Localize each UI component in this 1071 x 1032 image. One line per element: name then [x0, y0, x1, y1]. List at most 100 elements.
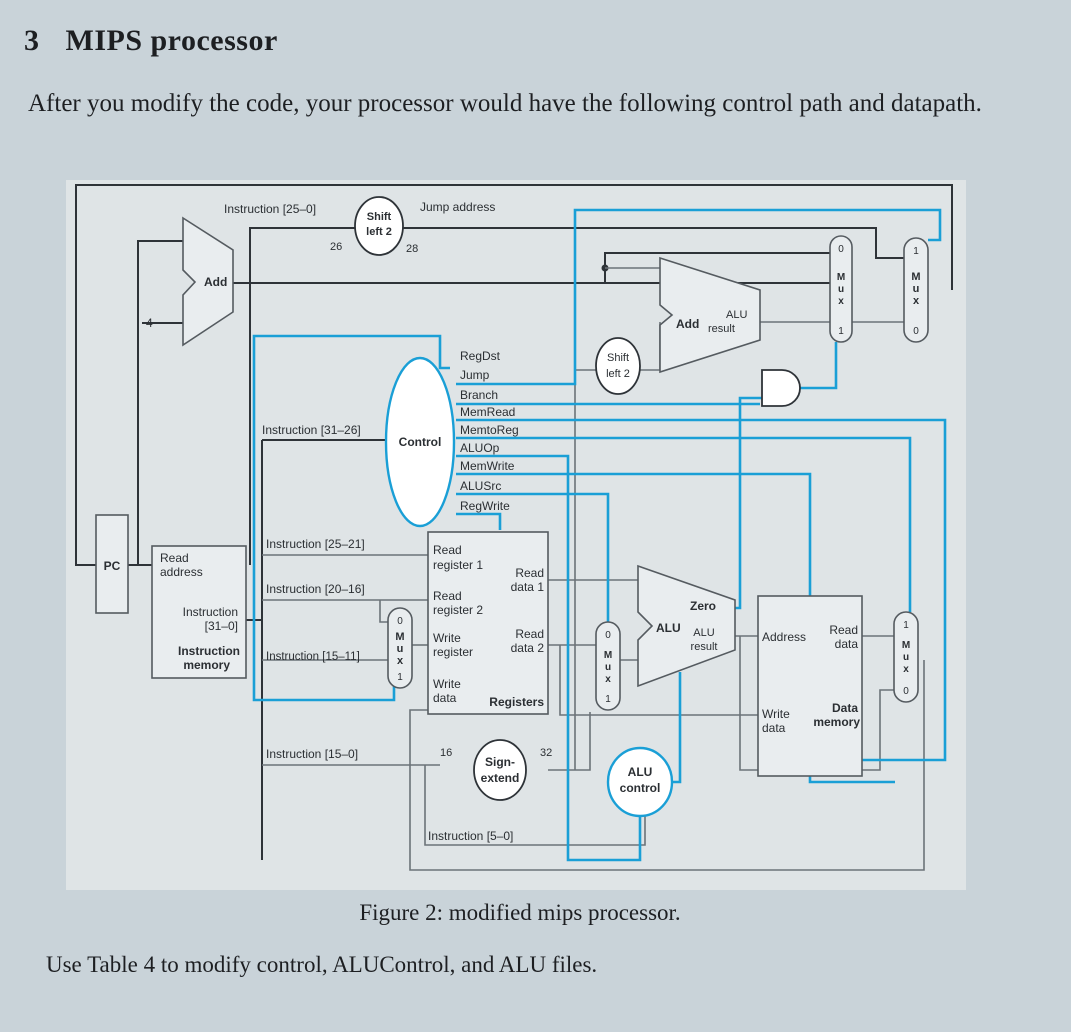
reg-read-register-1b: register 1: [433, 558, 483, 572]
figure-caption: Figure 2: modified mips processor.: [359, 900, 681, 925]
imem-read-address-1: Read: [160, 551, 189, 565]
jump-loop-wire: [75, 184, 953, 566]
reg-read-data-2a: Read: [515, 627, 544, 641]
regdst-mux: [387, 607, 413, 689]
regwrite-label: RegWrite: [460, 499, 510, 513]
instr-15-11-label: Instruction [15–11]: [266, 651, 360, 663]
instr-5-0-wire: [424, 765, 646, 846]
regdst-mux-in1: 1: [397, 672, 403, 683]
memtoreg-label: MemtoReg: [460, 423, 519, 437]
branch-mux-in1: 1: [838, 326, 844, 337]
imem-title-1: Instruction: [178, 644, 240, 658]
reg-write-data-a: Write: [433, 677, 461, 691]
memwrite-label: MemWrite: [460, 459, 515, 473]
memtoreg-mux-in0: 0: [903, 686, 909, 697]
shift-top-line1: Shift: [367, 211, 392, 223]
main-alu: [637, 564, 736, 688]
dmem-title-2: memory: [813, 715, 860, 729]
instr-20-16-label: Instruction [20–16]: [266, 582, 365, 596]
data-memory: [757, 595, 863, 777]
branch-mux-x: x: [838, 296, 844, 307]
control-label: Control: [399, 435, 442, 449]
jump-mux: [903, 237, 929, 343]
bits-32-label: 32: [540, 747, 552, 759]
regdst-signal: [252, 334, 450, 702]
alusrc-label: ALUSrc: [460, 479, 501, 493]
alusrc-mux-m: M: [604, 650, 612, 661]
control-unit: [384, 356, 456, 528]
branch-mux: [829, 235, 853, 343]
branch-mux-m: M: [837, 272, 845, 283]
reg-write-register-b: register: [433, 645, 473, 659]
branch-mux-in0: 0: [838, 244, 844, 255]
regdst-mux-in0: 0: [397, 616, 403, 627]
memtoreg-signal: [456, 436, 912, 612]
alu-label: ALU: [656, 621, 681, 635]
branch-and-gate: [761, 369, 801, 407]
jump-address-wire: [402, 227, 904, 259]
jump-signal: [456, 208, 942, 386]
instr-25-0-wire: [249, 227, 356, 565]
branch-adder-result: result: [708, 323, 735, 335]
shift-mid-line1: Shift: [607, 352, 629, 364]
jump-mux-in1: 1: [913, 246, 919, 257]
rt-to-mux-wire: [379, 600, 388, 623]
dmem-address: Address: [762, 630, 806, 644]
read-data-2-to-mem: [559, 645, 758, 716]
aluop-signal: [456, 454, 642, 862]
branch-adder: [659, 256, 761, 374]
instruction-text: Use Table 4 to modify control, ALUContro…: [46, 952, 598, 977]
imem-out-1: Instruction: [183, 605, 238, 619]
aluop-label: ALUOp: [460, 441, 500, 455]
dmem-read-data-2: data: [835, 637, 859, 651]
regdst-mux-m: M: [395, 631, 404, 643]
alusrc-mux: [595, 621, 621, 711]
reg-write-data-b: data: [433, 691, 457, 705]
shift-left-2-top: [354, 196, 404, 256]
section-number: 3: [24, 24, 40, 57]
memtoreg-mux-x: x: [903, 664, 909, 675]
section-heading: 3 MIPS processor: [24, 24, 278, 58]
shift-mid-line2: left 2: [606, 368, 630, 380]
alu-result-bypass: [739, 636, 894, 771]
reg-read-register-1a: Read: [433, 543, 462, 557]
jump-mux-x: x: [913, 295, 920, 307]
jump-label: Jump: [460, 368, 490, 382]
reg-read-register-2b: register 2: [433, 603, 483, 617]
regwrite-signal: [456, 512, 502, 530]
reg-write-register-a: Write: [433, 631, 461, 645]
branch-adder-label: Add: [676, 317, 699, 331]
memtoreg-mux: [893, 611, 919, 703]
memread-label: MemRead: [460, 405, 515, 419]
memtoreg-mux-m: M: [902, 640, 910, 651]
branch-adder-alu: ALU: [726, 309, 747, 321]
alu-result-line2: result: [691, 641, 718, 653]
intro-paragraph: After you modify the code, your processo…: [28, 90, 982, 117]
alusrc-mux-in1: 1: [605, 694, 611, 705]
pc-label: PC: [104, 559, 121, 573]
alu-control-signal: [672, 672, 682, 784]
branch-mux-u: u: [838, 284, 844, 295]
bits-16-label: 16: [440, 747, 452, 759]
instr-25-0-label: Instruction [25–0]: [224, 202, 316, 216]
bits-26-label: 26: [330, 241, 342, 253]
instr-31-26-label: Instruction [31–26]: [262, 423, 361, 437]
jump-mux-u: u: [913, 283, 920, 295]
memread-signal: [456, 418, 947, 762]
pc-adder: [182, 216, 234, 347]
imem-title-2: memory: [183, 658, 230, 672]
shift-left-2-mid: [595, 337, 641, 395]
dmem-title-1: Data: [832, 701, 858, 715]
imem-read-address-2: address: [160, 565, 203, 579]
instr-25-21-label: Instruction [25–21]: [266, 537, 365, 551]
branch-label: Branch: [460, 388, 498, 402]
memtoreg-mux-in1: 1: [903, 620, 909, 631]
instr-15-0-label: Instruction [15–0]: [266, 747, 358, 761]
four-constant: 4: [146, 316, 153, 330]
and-to-mux-signal: [800, 342, 838, 390]
section-title: MIPS processor: [65, 24, 278, 57]
write-back-wire: [409, 660, 925, 871]
sign-extend-out: [548, 712, 591, 771]
register-file: [427, 531, 549, 715]
